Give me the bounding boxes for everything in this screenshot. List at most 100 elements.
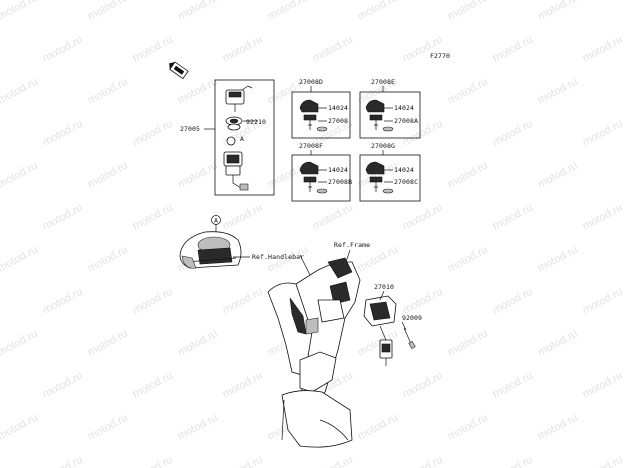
label-14024: 14024: [394, 104, 414, 112]
watermark-text: motod.ru: [131, 370, 175, 401]
watermark-text: motod.ru: [356, 328, 400, 359]
frame-section: [267, 254, 361, 448]
watermark-text: motod.ru: [41, 202, 85, 233]
ref-frame: Ref.Frame: [334, 241, 370, 249]
key-set-label: 27008E: [371, 78, 395, 86]
watermark-text: motod.ru: [221, 34, 265, 65]
watermark-text: motod.ru: [0, 412, 40, 443]
watermark-text: motod.ru: [446, 412, 490, 443]
label-key: 27008C: [394, 178, 418, 186]
watermark-text: motod.ru: [41, 286, 85, 317]
callout-marker-a: A: [214, 217, 218, 225]
label-key: 27008B: [328, 178, 352, 186]
callout-marker-a-top: A: [240, 135, 244, 143]
watermark-text: motod.ru: [446, 244, 490, 275]
watermark-text: motod.ru: [356, 412, 400, 443]
watermark-text: motod.ru: [536, 328, 580, 359]
key-set-27008G: 27008G 14024 27008C: [359, 142, 421, 202]
ignition-switch-group-box: [214, 79, 275, 196]
watermark-text: motod.ru: [536, 244, 580, 275]
watermark-text: motod.ru: [581, 118, 625, 149]
watermark-text: motod.ru: [176, 412, 220, 443]
watermark-text: motod.ru: [401, 454, 445, 468]
watermark-text: motod.ru: [311, 34, 355, 65]
watermark-text: motod.ru: [41, 454, 85, 468]
label-27005: 27005: [180, 125, 200, 133]
watermark-text: motod.ru: [581, 370, 625, 401]
label-key: 27008: [328, 117, 348, 125]
watermark-text: motod.ru: [401, 202, 445, 233]
watermark-text: motod.ru: [536, 76, 580, 107]
watermark-text: motod.ru: [536, 0, 580, 23]
watermark-text: motod.ru: [176, 76, 220, 107]
watermark-text: motod.ru: [401, 370, 445, 401]
key-set-27008D: 27008D 14024 27008: [291, 78, 351, 139]
watermark-text: motod.ru: [491, 118, 535, 149]
front-direction-icon: [169, 61, 189, 80]
ref-handlebar: Ref.Handlebar: [252, 253, 304, 261]
label-14024: 14024: [394, 166, 414, 174]
ignition-switch-assembly: [223, 85, 253, 191]
watermark-text: motod.ru: [0, 160, 40, 191]
watermark-text: motod.ru: [86, 160, 130, 191]
watermark-text: motod.ru: [131, 202, 175, 233]
watermark-text: motod.ru: [131, 454, 175, 468]
watermark-text: motod.ru: [176, 328, 220, 359]
watermark-text: motod.ru: [0, 0, 40, 23]
label-92009: 92009: [402, 314, 422, 322]
watermark-text: motod.ru: [86, 0, 130, 23]
watermark-text: motod.ru: [446, 328, 490, 359]
watermark-text: motod.ru: [41, 370, 85, 401]
watermark-text: motod.ru: [0, 76, 40, 107]
label-key: 27008A: [394, 117, 418, 125]
watermark-text: motod.ru: [491, 34, 535, 65]
watermark-text: motod.ru: [86, 244, 130, 275]
watermark-text: motod.ru: [131, 34, 175, 65]
watermark-text: motod.ru: [491, 454, 535, 468]
watermark-text: motod.ru: [131, 118, 175, 149]
watermark-text: motod.ru: [86, 76, 130, 107]
key-set-label: 27008G: [371, 142, 395, 150]
key-set-27008F: 27008F 14024 27008B: [291, 142, 352, 202]
watermark-text: motod.ru: [176, 0, 220, 23]
watermark-text: motod.ru: [86, 328, 130, 359]
watermark-text: motod.ru: [446, 0, 490, 23]
key-set-27008E: 27008E 14024 27008A: [359, 78, 421, 139]
watermark-text: motod.ru: [536, 160, 580, 191]
label-14024: 14024: [328, 166, 348, 174]
watermark-text: motod.ru: [581, 202, 625, 233]
watermark-text: motod.ru: [491, 202, 535, 233]
watermark-text: motod.ru: [311, 202, 355, 233]
watermark-text: motod.ru: [266, 0, 310, 23]
watermark-text: motod.ru: [536, 412, 580, 443]
key-set-label: 27008F: [299, 142, 323, 150]
watermark-text: motod.ru: [41, 34, 85, 65]
watermark-text: motod.ru: [41, 118, 85, 149]
handlebar-cover: [179, 231, 242, 269]
watermark-text: motod.ru: [356, 0, 400, 23]
label-14024: 14024: [328, 104, 348, 112]
relay-assembly: [363, 295, 416, 366]
watermark-text: motod.ru: [491, 370, 535, 401]
watermark-text: motod.ru: [86, 412, 130, 443]
watermark-text: motod.ru: [176, 160, 220, 191]
watermark-text: motod.ru: [491, 286, 535, 317]
watermark-text: motod.ru: [581, 454, 625, 468]
watermark-text: motod.ru: [446, 76, 490, 107]
watermark-text: motod.ru: [131, 286, 175, 317]
watermark-text: motod.ru: [581, 34, 625, 65]
watermark-text: motod.ru: [581, 286, 625, 317]
figure-code: F2770: [430, 52, 450, 60]
watermark-text: motod.ru: [311, 454, 355, 468]
watermark-text: motod.ru: [401, 286, 445, 317]
watermark-text: motod.ru: [221, 370, 265, 401]
label-92210: 92210: [246, 118, 266, 126]
watermark-text: motod.ru: [221, 286, 265, 317]
watermark-text: motod.ru: [446, 160, 490, 191]
watermark-text: motod.ru: [221, 454, 265, 468]
watermark-text: motod.ru: [401, 34, 445, 65]
watermark-text: motod.ru: [0, 244, 40, 275]
key-set-label: 27008D: [299, 78, 323, 86]
